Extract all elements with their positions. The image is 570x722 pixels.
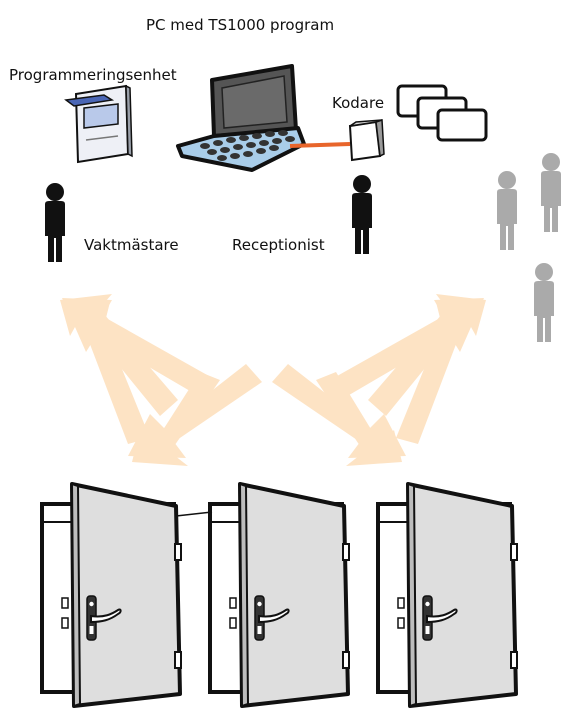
- encoder-icon: [348, 118, 385, 162]
- door-icon: [40, 482, 183, 708]
- person-icon: [497, 171, 517, 250]
- label-pc: PC med TS1000 program: [146, 16, 335, 34]
- person-icon: [534, 263, 554, 342]
- encoder-cable: [289, 142, 351, 148]
- programming-unit-icon: [64, 84, 133, 164]
- access-arrows: [60, 294, 486, 466]
- person-icon: [352, 175, 372, 254]
- person-icon: [45, 183, 65, 262]
- label-encoder: Kodare: [332, 94, 385, 112]
- label-caretaker: Vaktmästare: [84, 236, 179, 254]
- label-receptionist: Receptionist: [232, 236, 325, 254]
- person-icon: [541, 153, 561, 232]
- door-icon: [376, 482, 519, 708]
- label-programming-unit: Programmeringsenhet: [9, 66, 177, 84]
- key-card-icon: [396, 84, 488, 142]
- laptop-icon: [176, 64, 306, 172]
- door-icon: [208, 482, 351, 708]
